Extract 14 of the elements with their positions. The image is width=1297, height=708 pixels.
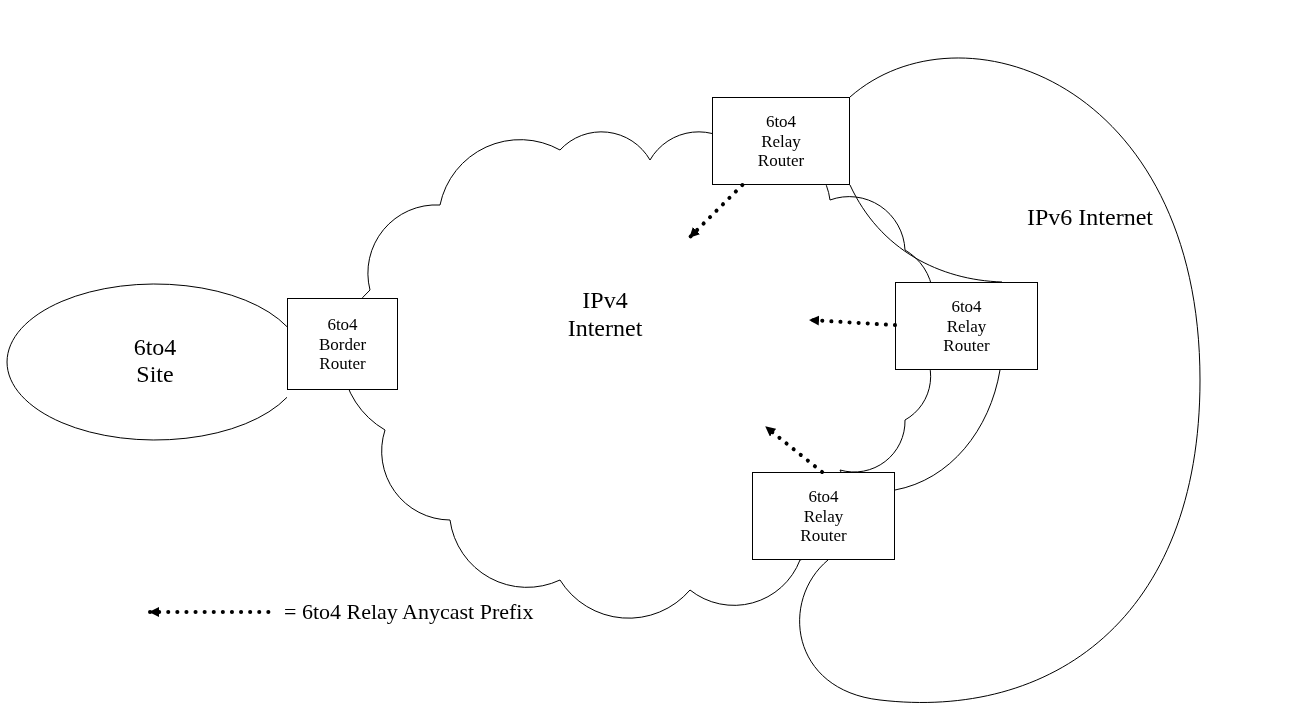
dotted-arrow	[688, 183, 745, 239]
router-box	[712, 97, 850, 185]
dotted-arrow	[808, 315, 897, 328]
router-label: 6to4 Border Router	[318, 314, 367, 374]
legend-label: = 6to4 Relay Anycast Prefix	[284, 598, 534, 626]
router-label: 6to4 Relay Router	[757, 111, 805, 171]
router-box	[895, 282, 1038, 370]
router-label: 6to4 Relay Router	[943, 296, 990, 356]
dotted-arrow	[764, 425, 825, 474]
network-label: IPv6 Internet	[1027, 204, 1153, 232]
router-label: 6to4 Relay Router	[800, 486, 847, 546]
site-label: 6to4 Site	[133, 333, 177, 390]
network-label: IPv4 Internet	[567, 287, 643, 343]
router-box	[287, 298, 398, 390]
